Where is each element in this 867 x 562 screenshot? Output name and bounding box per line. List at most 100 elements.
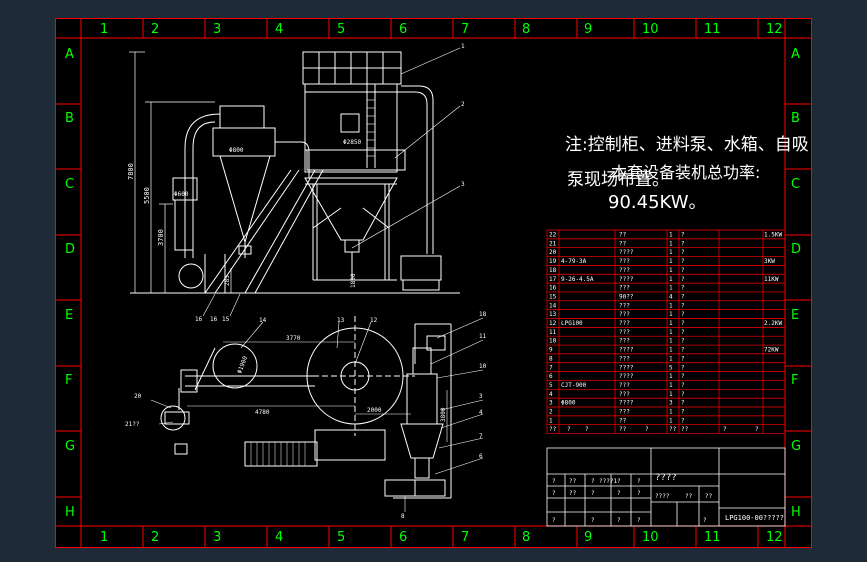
- elevation-leaders: [202, 47, 461, 317]
- title-block-text: ???? ???? ?? ?? ? ?? ? ????1 ? ? ? ?? ? …: [552, 473, 784, 524]
- part-power: 1.5KW: [764, 232, 782, 239]
- callout-number: 11: [479, 333, 487, 340]
- tb-cell: ??: [569, 490, 577, 497]
- note-line-2b: 本套设备装机总功率:: [611, 163, 760, 182]
- part-name: ???: [619, 311, 630, 318]
- table-header-cell: ?: [585, 426, 589, 433]
- table-header-cell: ?: [755, 426, 759, 433]
- part-quantity: 5: [669, 364, 673, 371]
- row-label: F: [791, 373, 798, 388]
- col-label: 5: [337, 530, 345, 545]
- tb-cell: ?: [552, 490, 556, 497]
- part-unit: ?: [681, 311, 685, 318]
- part-unit: ?: [681, 276, 685, 283]
- tb-cell: ?: [591, 517, 595, 524]
- col-label: 11: [704, 530, 721, 545]
- part-name: ????: [619, 373, 634, 380]
- note-line-1: 注:控制柜、进料泵、水箱、自吸: [565, 135, 809, 155]
- part-name: ??: [619, 240, 627, 247]
- callout-number: 12: [370, 317, 378, 324]
- part-name: ????: [619, 276, 634, 283]
- tb-cell: ????1: [599, 478, 617, 485]
- col-label: 3: [213, 530, 221, 545]
- elevation-callouts: 1 2 3 16 16 15: [195, 43, 465, 323]
- row-label: G: [791, 439, 801, 454]
- col-label: 3: [213, 22, 221, 37]
- part-name: ???: [619, 267, 630, 274]
- callout-number: 21??: [125, 421, 140, 428]
- col-label: 10: [642, 22, 659, 37]
- part-unit: ?: [681, 355, 685, 362]
- part-code: 4-79-3A: [561, 258, 587, 265]
- col-label: 2: [151, 530, 159, 545]
- part-quantity: 1: [669, 329, 673, 336]
- part-unit: ?: [681, 373, 685, 380]
- part-name: ???: [619, 355, 630, 362]
- part-number: 14: [549, 302, 557, 309]
- dim-text: 3770: [286, 335, 301, 342]
- part-name: ????: [619, 249, 634, 256]
- part-unit: ?: [681, 400, 685, 407]
- tb-cell: ??: [569, 478, 577, 485]
- part-number: 20: [549, 249, 557, 256]
- part-name: ???: [619, 302, 630, 309]
- part-unit: ?: [681, 409, 685, 416]
- dim-text: 3700: [157, 229, 165, 246]
- part-number: 19: [549, 258, 557, 265]
- drawing-name: ????: [655, 473, 677, 483]
- row-label: B: [791, 111, 800, 126]
- elevation-dimensions: 7800 5500 3700 285 Φ2850 Φ800 Φ600 1800: [127, 139, 361, 288]
- part-number: 15: [549, 293, 557, 300]
- part-quantity: 1: [669, 338, 673, 345]
- callout-number: 8: [401, 513, 405, 520]
- callout-number: 15: [222, 316, 230, 323]
- col-label: 6: [399, 22, 407, 37]
- part-number: 3: [549, 400, 553, 407]
- callout-number: 16: [195, 316, 203, 323]
- part-number: 11: [549, 329, 557, 336]
- row-label: D: [791, 242, 801, 257]
- part-number: 9: [549, 347, 553, 354]
- callout-number: 18: [479, 311, 487, 318]
- part-number: 7: [549, 364, 553, 371]
- part-quantity: 1: [669, 373, 673, 380]
- table-header-cell: ??: [681, 426, 689, 433]
- part-unit: ?: [681, 258, 685, 265]
- tb-cell: ?: [637, 490, 641, 497]
- part-number: 10: [549, 338, 557, 345]
- part-quantity: 1: [669, 417, 673, 424]
- column-ruler-bottom: 1 2 3 4 5 6 7 8 9 10 11 12: [100, 530, 783, 545]
- part-number: 18: [549, 267, 557, 274]
- col-label: 1: [100, 22, 108, 37]
- part-name: ???: [619, 258, 630, 265]
- callout-number: 10: [479, 363, 487, 370]
- sheet-b: ??: [705, 493, 713, 500]
- col-label: 11: [704, 22, 721, 37]
- part-number: 17: [549, 276, 557, 283]
- part-power: 3KW: [764, 258, 775, 265]
- callout-number: 4: [479, 409, 483, 416]
- table-header-cell: ??: [669, 426, 677, 433]
- dim-text: 5500: [143, 187, 151, 204]
- part-name: ???: [619, 382, 630, 389]
- col-label: 2: [151, 22, 159, 37]
- col-label: 6: [399, 530, 407, 545]
- part-number: 4: [549, 391, 553, 398]
- row-label: H: [65, 505, 75, 520]
- row-ruler-left: A B C D E F G H: [65, 47, 75, 520]
- col-label: 10: [642, 530, 659, 545]
- outer-frame: [55, 18, 812, 548]
- part-unit: ?: [681, 338, 685, 345]
- part-number: 1: [549, 417, 553, 424]
- callout-number: 2: [461, 101, 465, 108]
- drawing-sheet[interactable]: 1 2 3 4 5 6 7 8 9 10 11 12 1 2 3 4 5 6 7…: [55, 18, 812, 548]
- part-quantity: 1: [669, 240, 673, 247]
- tb-cell: ?: [617, 517, 621, 524]
- part-number: 2: [549, 409, 553, 416]
- part-quantity: 1: [669, 249, 673, 256]
- row-label: C: [791, 177, 800, 192]
- part-unit: ?: [681, 302, 685, 309]
- note-line-2a: 泵现场布置。: [567, 170, 669, 190]
- table-header-cell: ??: [619, 426, 627, 433]
